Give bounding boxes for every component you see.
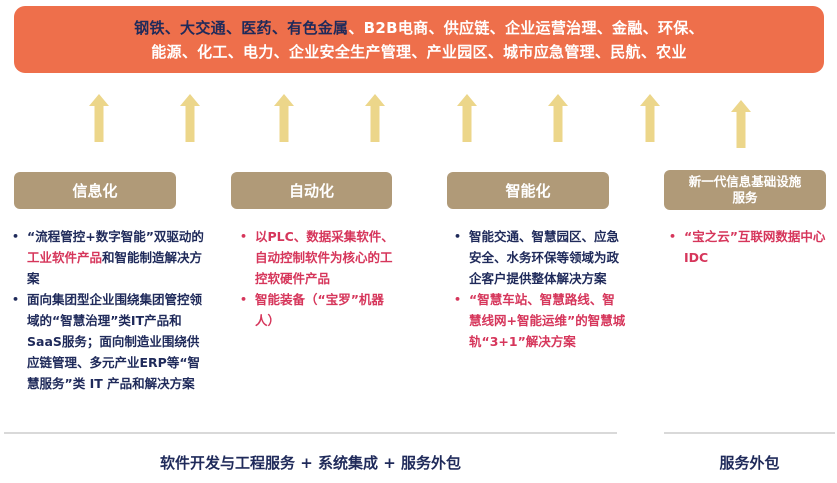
list-item: 智能装备（“宝罗”机器人） [238,289,398,331]
list-item: “流程管控+数字智能”双驱动的工业软件产品和智能制造解决方案 [10,226,205,289]
infrastructure-details: “宝之云”互联网数据中心IDC [667,226,837,268]
category-intelligence: 智能化 [447,172,609,209]
industries-banner: 钢铁、大交通、医药、有色金属、B2B电商、供应链、企业运营治理、金融、环保、 能… [14,6,824,73]
automation-details: 以PLC、数据采集软件、自动控制软件为核心的工控软硬件产品 智能装备（“宝罗”机… [238,226,398,331]
list-item: 以PLC、数据采集软件、自动控制软件为核心的工控软硬件产品 [238,226,398,289]
divider-right [664,432,835,434]
up-arrow-icon [457,94,477,142]
up-arrow-icon [365,94,385,142]
highlight-text: 工业软件产品 [27,250,103,265]
industries-rest: 、B2B电商、供应链、企业运营治理、金融、环保、 [348,18,704,37]
divider-left [4,432,617,434]
informatization-details: “流程管控+数字智能”双驱动的工业软件产品和智能制造解决方案 面向集团型企业围绕… [10,226,205,394]
footer-left-label: 软件开发与工程服务 + 系统集成 + 服务外包 [159,454,462,472]
category-label: 信息化 [72,182,118,200]
category-label: 智能化 [505,182,551,200]
industries-line-1: 钢铁、大交通、医药、有色金属、B2B电商、供应链、企业运营治理、金融、环保、 [134,16,704,40]
up-arrow-icon [548,94,568,142]
footer-right-label: 服务外包 [719,454,780,472]
category-infrastructure: 新一代信息基础设施 服务 [664,170,826,210]
up-arrow-icon [274,94,294,142]
category-label: 自动化 [288,182,334,200]
category-automation: 自动化 [231,172,392,209]
industries-line-2: 能源、化工、电力、企业安全生产管理、产业园区、城市应急管理、民航、农业 [151,42,687,61]
category-label-line-1: 新一代信息基础设施 [688,174,802,189]
category-informatization: 信息化 [14,172,176,209]
list-item: 智能交通、智慧园区、应急安全、水务环保等领域为政企客户提供整体解决方案 [452,226,627,289]
list-item: “智慧车站、智慧路线、智慧线网+智能运维”的智慧城轨“3+1”解决方案 [452,289,627,352]
up-arrow-icon [180,94,200,142]
up-arrow-icon [640,94,660,142]
intelligence-details: 智能交通、智慧园区、应急安全、水务环保等领域为政企客户提供整体解决方案 “智慧车… [452,226,627,352]
list-item: “宝之云”互联网数据中心IDC [667,226,837,268]
list-item: 面向集团型企业围绕集团管控领域的“智慧治理”类IT产品和SaaS服务；面向制造业… [10,289,205,394]
up-arrow-icon [89,94,109,142]
up-arrow-icon [731,100,751,148]
industries-highlight: 钢铁、大交通、医药、有色金属 [134,18,349,37]
category-label-line-2: 服务 [732,190,758,205]
